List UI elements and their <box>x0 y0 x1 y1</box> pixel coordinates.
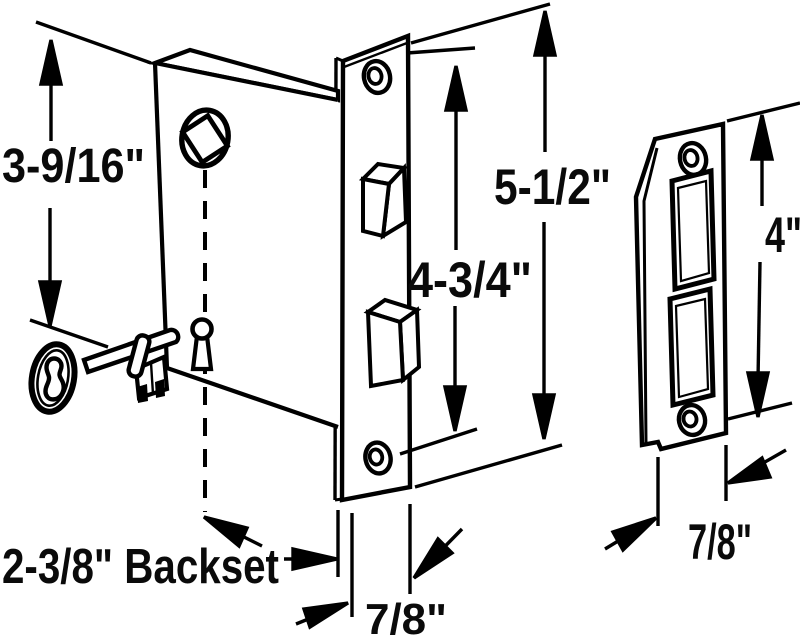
faceplate-top-inner-line <box>343 41 408 69</box>
arrow-ne <box>610 516 658 553</box>
arrow-down <box>442 385 468 432</box>
ext-line <box>406 46 476 55</box>
arrow-down <box>745 371 771 418</box>
dimension-strike-height <box>726 101 800 421</box>
ext-line <box>414 443 563 489</box>
lock-case <box>147 47 341 429</box>
skeleton-key <box>28 327 181 415</box>
dimension-faceplate-width <box>295 504 464 630</box>
faceplate <box>333 32 413 503</box>
arrow-down <box>531 393 557 440</box>
case-left-edge <box>152 62 170 369</box>
dimension-faceplate-height <box>410 2 563 489</box>
arrow-sw <box>726 455 773 485</box>
ext-line <box>410 2 551 45</box>
deadbolt-front-face <box>365 309 406 389</box>
keyhole-slot <box>190 333 214 372</box>
arrow-nw <box>202 515 250 549</box>
strike-screw-hole-top-inner <box>682 148 700 168</box>
label-case-height: 3-9/16" <box>2 140 145 193</box>
key-bit-edge-line <box>149 362 155 395</box>
faceplate-screw-hole-top-inner <box>366 66 384 86</box>
key-bit-ward-right <box>155 379 165 398</box>
arrow-ne <box>301 601 349 630</box>
arrow-up <box>38 39 64 86</box>
dimension-case-height <box>29 20 152 349</box>
strike-cutout-lower-inner <box>674 297 710 399</box>
label-strike-width: 7/8" <box>688 514 752 570</box>
dim-line <box>756 261 762 381</box>
key-bow-cutout <box>43 356 66 402</box>
latch-front-face <box>361 176 392 239</box>
key-collar <box>126 333 152 379</box>
strike-cutout-upper-inner <box>676 179 711 283</box>
keyhole-circle <box>190 317 214 341</box>
label-faceplate-width: 7/8" <box>365 595 447 644</box>
label-strike-height: 4" <box>765 207 800 263</box>
strike-cutout-lower <box>667 285 716 409</box>
strike-plate-lip-inner-line <box>642 147 659 444</box>
ext-line <box>399 427 478 456</box>
dimension-backset <box>202 510 340 577</box>
arrow-down <box>37 280 63 327</box>
deadbolt <box>363 297 422 389</box>
faceplate-screw-hole-bottom-inner <box>367 447 385 467</box>
label-backset: 2-3/8" Backset <box>2 540 279 594</box>
faceplate-face <box>339 32 413 503</box>
case-top-edge <box>154 60 339 103</box>
strike-plate <box>633 121 729 452</box>
strike-screw-hole-bottom-inner <box>681 409 699 429</box>
spindle-square <box>179 112 231 166</box>
key-shaft <box>81 327 181 375</box>
ext-line <box>35 20 152 65</box>
label-screw-spacing: 4-3/4" <box>408 252 532 308</box>
latch-bolt <box>358 161 409 240</box>
dimension-screw-spacing <box>399 46 478 456</box>
strike-cutout-upper <box>669 167 717 293</box>
label-faceplate-height: 5-1/2" <box>494 159 611 215</box>
arrow-up <box>532 10 558 57</box>
arrow-sw <box>412 536 455 580</box>
key-bit-ward-left <box>137 384 148 403</box>
ext-line <box>726 101 800 123</box>
arrow-right <box>291 546 338 572</box>
keyhole <box>190 317 214 372</box>
dimension-strike-width <box>604 445 787 553</box>
ext-line <box>29 318 109 349</box>
case-bottom-edge <box>166 366 339 429</box>
